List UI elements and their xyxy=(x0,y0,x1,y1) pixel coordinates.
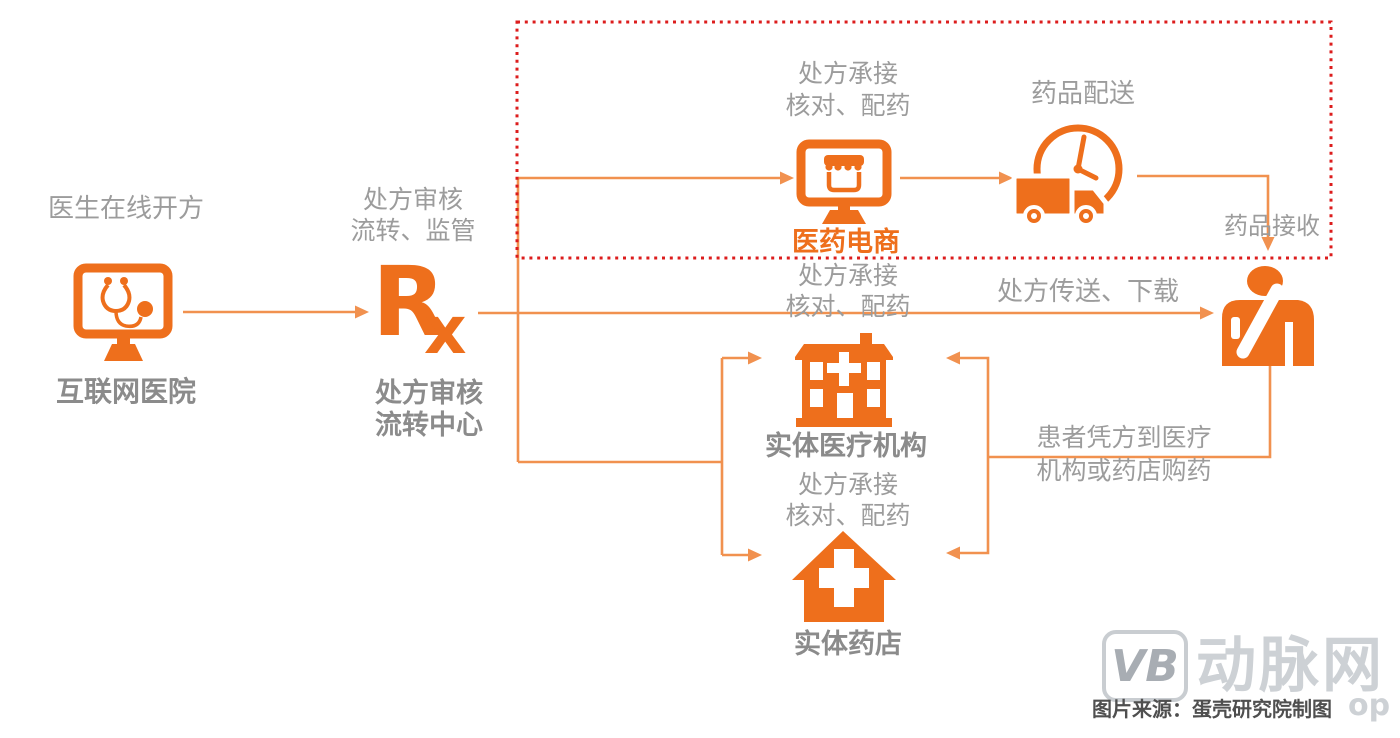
rx-center-name-line1: 处方审核 xyxy=(375,378,483,409)
pharmacy-caption: 处方承接 核对、配药 xyxy=(758,469,938,531)
rx-center-caption-line2: 流转、监管 xyxy=(350,216,476,245)
drug-receive-caption: 药品接收 xyxy=(1224,212,1320,240)
internet-hospital-caption: 医生在线开方 xyxy=(47,194,204,224)
hospital-caption-line1: 处方承接 xyxy=(797,261,898,290)
rx-logo-letter-x: x xyxy=(424,292,467,369)
pharmacy-caption-line1: 处方承接 xyxy=(797,470,898,499)
rx-logo-letter-r: R xyxy=(372,246,446,358)
rx-center-caption-line1: 处方审核 xyxy=(362,185,463,214)
highlight-dotted-box xyxy=(515,20,1333,260)
pharmacy-house-icon xyxy=(792,531,896,622)
image-source-caption: 图片来源：蛋壳研究院制图 xyxy=(1092,697,1332,721)
ecommerce-name: 医药电商 xyxy=(792,227,900,258)
internet-hospital-name: 互联网医院 xyxy=(55,375,196,408)
pharmacy-caption-line2: 核对、配药 xyxy=(785,501,911,530)
ecommerce-monitor-icon xyxy=(796,139,892,224)
hospital-building-icon xyxy=(795,333,893,427)
hospital-caption-line2: 核对、配药 xyxy=(785,292,911,321)
patient-purchase-line2: 机构或药店购药 xyxy=(1036,456,1212,485)
hospital-name: 实体医疗机构 xyxy=(765,431,927,462)
watermark-logo-box: VB xyxy=(1102,630,1188,702)
transfer-download-label: 处方传送、下载 xyxy=(996,277,1179,307)
watermark-logo-text: VB xyxy=(1111,640,1179,692)
patient-purchase-label: 患者凭方到医疗 机构或药店购药 xyxy=(1008,421,1240,487)
watermark-brand: 动脉网 xyxy=(1196,631,1385,701)
ecommerce-caption-line2: 核对、配药 xyxy=(785,91,911,120)
ecommerce-caption-line1: 处方承接 xyxy=(797,59,898,88)
pharmacy-name: 实体药店 xyxy=(794,629,902,660)
hospital-caption: 处方承接 核对、配药 xyxy=(758,260,938,322)
patient-purchase-line1: 患者凭方到医疗 xyxy=(1036,423,1212,452)
connector-lines xyxy=(183,171,1275,562)
ecommerce-caption: 处方承接 核对、配药 xyxy=(758,58,938,122)
delivery-truck-clock-icon xyxy=(1011,124,1123,227)
delivery-caption: 药品配送 xyxy=(1030,79,1135,109)
internet-hospital-icon xyxy=(73,263,173,361)
rx-center-caption: 处方审核 流转、监管 xyxy=(330,184,496,246)
rx-center-name-line2: 流转中心 xyxy=(375,410,483,441)
patient-icon xyxy=(1222,266,1314,366)
rx-center-name: 处方审核 流转中心 xyxy=(346,378,512,442)
watermark-suffix: op xyxy=(1348,688,1391,723)
